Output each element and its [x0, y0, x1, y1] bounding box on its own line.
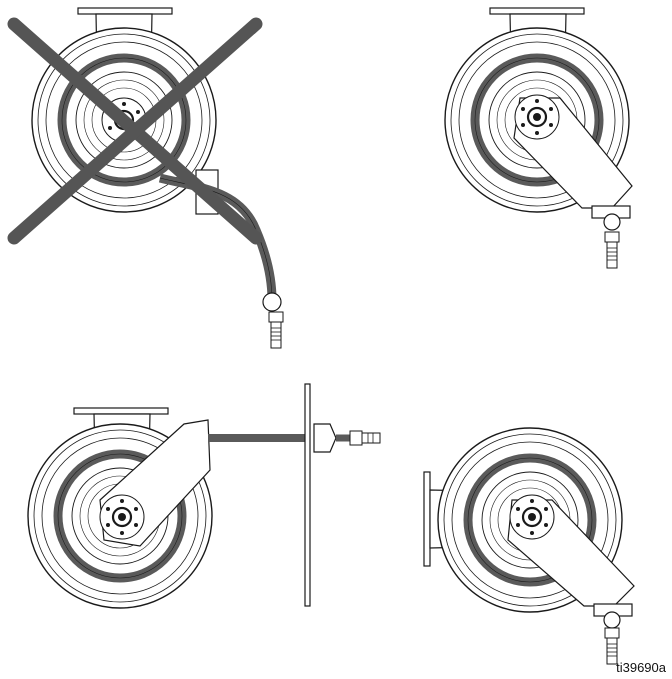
view-side-mount-hose-down	[423, 428, 635, 665]
mounting-plate	[423, 471, 431, 567]
figure-reference-code: ti39690a	[616, 660, 666, 675]
reel-hub	[508, 493, 556, 541]
hose-stop	[313, 423, 337, 453]
view-incorrect-mounting	[7, 7, 284, 349]
hose-nozzle	[604, 627, 620, 665]
mounting-plate	[77, 7, 173, 15]
reel-hub	[513, 93, 561, 141]
mounting-plate	[489, 7, 585, 15]
hose-stop	[262, 292, 282, 312]
mounting-plate	[73, 407, 169, 415]
hose-nozzle	[349, 430, 381, 446]
hose-stop	[603, 611, 621, 629]
reel-hub	[98, 493, 146, 541]
view-wall-mount-hose-down	[445, 7, 632, 269]
hose-nozzle	[268, 311, 284, 349]
view-hose-through-wall	[28, 383, 381, 608]
wall	[304, 383, 311, 607]
hose-nozzle	[604, 231, 620, 269]
hose-stop	[603, 213, 621, 231]
